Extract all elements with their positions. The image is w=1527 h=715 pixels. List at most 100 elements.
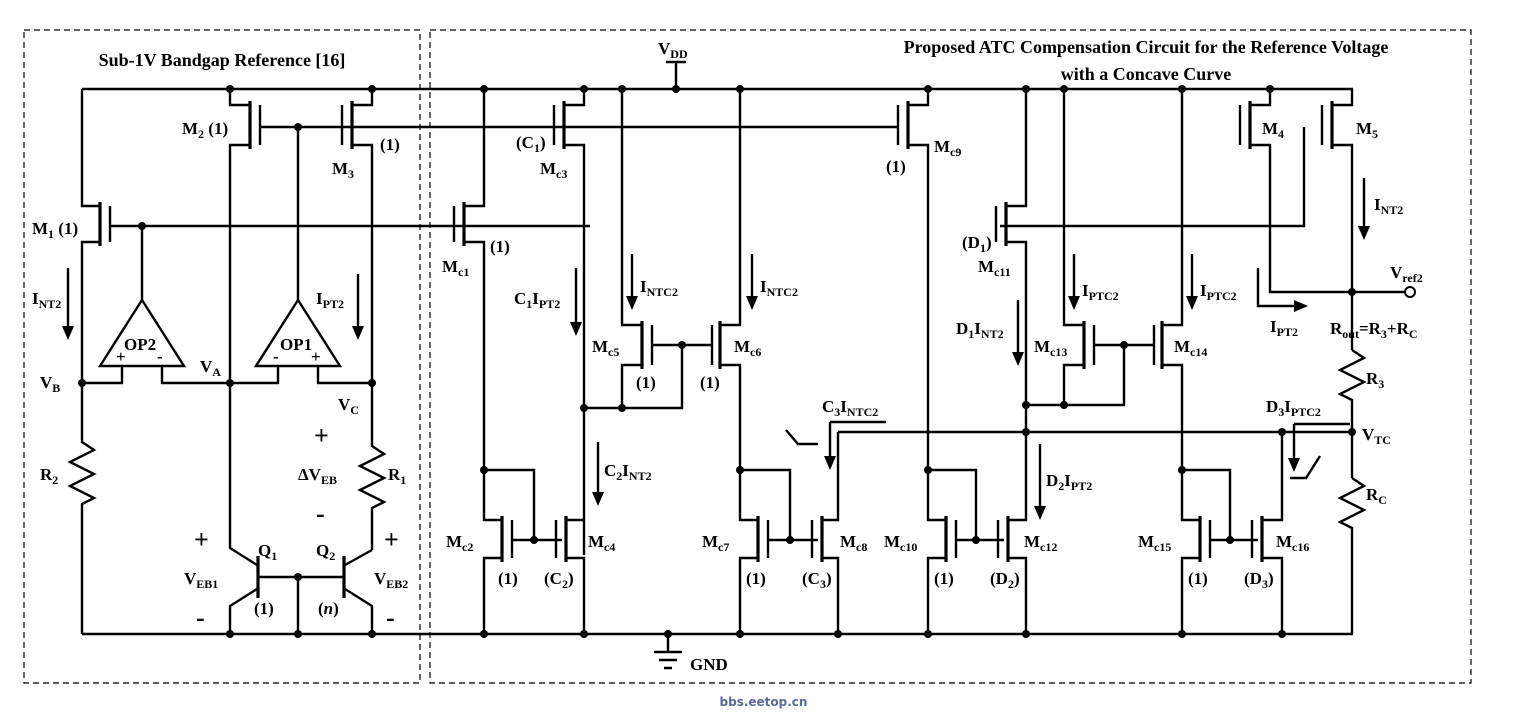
rc-resistor xyxy=(1337,477,1367,634)
vtc-label: VTC xyxy=(1362,425,1391,447)
ipt2-right-arrow xyxy=(1256,268,1308,312)
veb2-plus-sign: + xyxy=(384,525,399,554)
ipt2-left-label: IPT2 xyxy=(316,289,344,311)
c2int2-arrow xyxy=(592,442,604,506)
dveb-plus-sign: + xyxy=(314,421,329,450)
mc14-label: Mc14 xyxy=(1174,337,1207,359)
op1-minus: - xyxy=(273,347,279,366)
m5-transistor xyxy=(1000,89,1354,350)
c1ipt2-label: C1IPT2 xyxy=(514,289,560,311)
r2-label: R2 xyxy=(40,465,58,487)
mc11-ratio: (D1) xyxy=(962,233,992,255)
mc8-transistor xyxy=(810,432,840,634)
mc16-label: Mc16 xyxy=(1276,532,1309,554)
gnd-label: GND xyxy=(690,655,728,674)
rout-label: Rout=R3+RC xyxy=(1330,319,1418,341)
junction-dots xyxy=(78,85,1356,638)
int2-right-arrow xyxy=(1358,178,1370,240)
mc14-transistor xyxy=(1064,89,1184,470)
d3iptc2-arrow xyxy=(1288,424,1300,472)
iptc2-a-arrow xyxy=(1068,254,1080,310)
mc7-label: Mc7 xyxy=(702,532,729,554)
r1-resistor xyxy=(357,390,387,550)
rc-label: RC xyxy=(1366,485,1387,507)
vref2-output xyxy=(1352,286,1416,298)
int2-left-arrow xyxy=(62,268,74,340)
intc2-a-label: INTC2 xyxy=(640,277,678,299)
c1ipt2-arrow xyxy=(570,268,582,336)
intc2-b-label: INTC2 xyxy=(760,277,798,299)
mc9-ratio: (1) xyxy=(886,157,906,176)
op2-opamp xyxy=(82,226,230,385)
m3-transistor xyxy=(340,89,374,390)
bandgap-block-title: Sub-1V Bandgap Reference [16] xyxy=(99,50,346,70)
intc2-b-arrow xyxy=(746,254,758,310)
mc4-label: Mc4 xyxy=(588,532,615,554)
c3-curve-icon xyxy=(785,420,886,446)
mc2-ratio: (1) xyxy=(498,569,518,588)
mc10-transistor xyxy=(926,468,1004,634)
mc12-ratio: (D2) xyxy=(990,569,1020,591)
mc11-transistor xyxy=(994,89,1028,432)
mc16-transistor xyxy=(1250,432,1284,634)
vdd-rail xyxy=(82,60,1353,91)
veb1-minus-sign: - xyxy=(196,603,205,632)
veb2-minus-sign: - xyxy=(386,603,395,632)
vc-label: VC xyxy=(338,395,359,417)
mc16-ratio: (D3) xyxy=(1244,569,1274,591)
mc12-transistor xyxy=(996,432,1028,634)
iptc2-b-arrow xyxy=(1186,254,1198,310)
r2-resistor xyxy=(67,390,97,634)
mc15-label: Mc15 xyxy=(1138,532,1171,554)
m1-label: M1 (1) xyxy=(32,219,78,241)
op1-label: OP1 xyxy=(280,335,312,354)
mc12-label: Mc12 xyxy=(1024,532,1057,554)
vb-label: VB xyxy=(40,373,60,395)
m3-label: M3 xyxy=(332,159,354,181)
mc4-ratio: (C2) xyxy=(544,569,574,591)
atc-block-title-line2: with a Concave Curve xyxy=(1061,64,1231,84)
mc3-label: Mc3 xyxy=(540,159,567,181)
mc6-transistor xyxy=(622,89,742,470)
veb1-plus-sign: + xyxy=(194,525,209,554)
mc15-ratio: (1) xyxy=(1188,569,1208,588)
c3intc2-label: C3INTC2 xyxy=(822,397,878,419)
int2-left-label: INT2 xyxy=(32,289,61,311)
d2ipt2-label: D2IPT2 xyxy=(1046,471,1092,493)
m2-transistor xyxy=(228,89,898,390)
q2-label: Q2 xyxy=(316,541,335,563)
mc7-transistor xyxy=(738,468,818,634)
ipt2-right-label: IPT2 xyxy=(1270,317,1298,339)
veb1-label: VEB1 xyxy=(184,569,218,591)
op1-opamp xyxy=(230,127,372,385)
mc3-transistor xyxy=(552,89,586,555)
dveb-label: ΔVEB xyxy=(298,465,337,487)
watermark: bbs.eetop.cn xyxy=(719,695,808,709)
op2-minus: - xyxy=(157,347,163,366)
mc5-transistor xyxy=(584,89,712,410)
mc13-label: Mc13 xyxy=(1034,337,1067,359)
m2-label: M2 (1) xyxy=(182,119,228,141)
r1-label: R1 xyxy=(388,465,406,487)
mc9-label: Mc9 xyxy=(934,137,961,159)
d3-curve-icon xyxy=(1290,422,1350,480)
mc8-ratio: (C3) xyxy=(802,569,832,591)
mc8-label: Mc8 xyxy=(840,532,867,554)
vref2-label: Vref2 xyxy=(1390,263,1423,285)
mc13-transistor xyxy=(1026,89,1154,407)
q1-label: Q1 xyxy=(258,541,277,563)
veb2-label: VEB2 xyxy=(374,569,408,591)
intc2-a-arrow xyxy=(626,254,638,310)
mc11-label: Mc11 xyxy=(978,257,1011,279)
atc-block-title-line1: Proposed ATC Compensation Circuit for th… xyxy=(904,37,1389,57)
mc10-label: Mc10 xyxy=(884,532,917,554)
vdd-label: VDD xyxy=(658,39,688,61)
bandgap-block-outline xyxy=(23,29,421,684)
q2-ratio: (n) xyxy=(318,599,339,618)
op2-plus: + xyxy=(116,347,126,366)
mc2-transistor xyxy=(482,468,562,634)
mc6-ratio: (1) xyxy=(700,373,720,392)
iptc2-b-label: IPTC2 xyxy=(1200,281,1237,303)
mc1-transistor xyxy=(452,89,486,470)
